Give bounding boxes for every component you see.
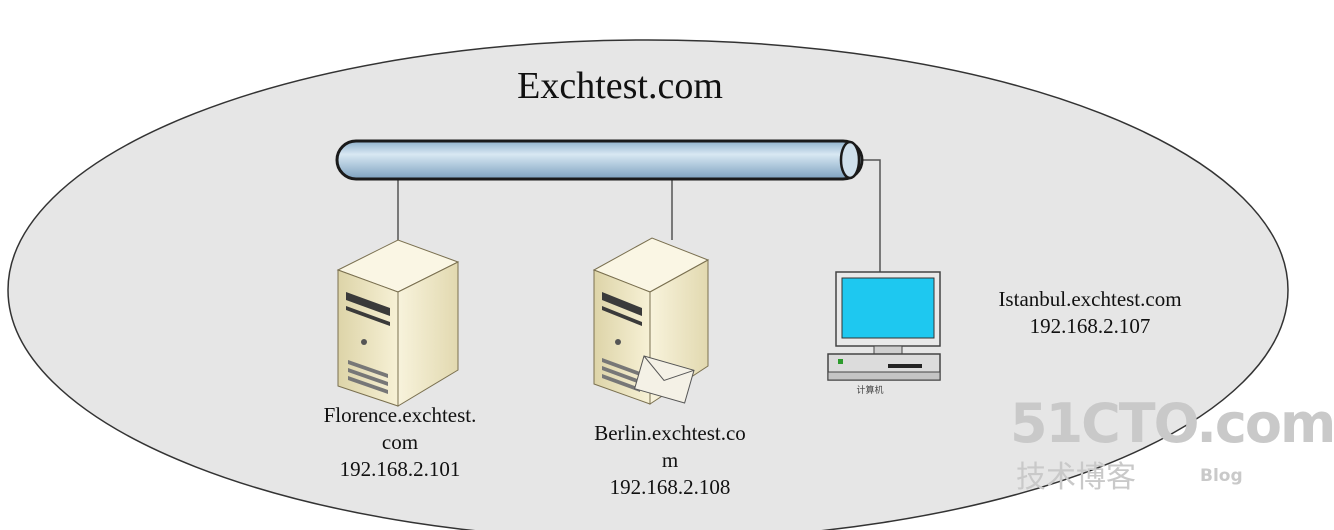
florence-server-label: Florence.exchtest. com 192.168.2.101 xyxy=(270,402,530,483)
watermark-subtitle: 技术博客 xyxy=(1016,460,1136,495)
server-icon xyxy=(336,239,460,407)
watermark-blog: Blog xyxy=(1200,466,1243,486)
network-bus-icon xyxy=(335,139,864,181)
computer-caption: 计算机 xyxy=(856,386,884,396)
berlin-ip: 192.168.2.108 xyxy=(609,474,731,499)
watermark-logo: 51CTO.com xyxy=(1010,392,1334,455)
florence-hostname-line1: Florence.exchtest. xyxy=(323,403,477,427)
server-mail-icon xyxy=(592,237,710,405)
computer-icon xyxy=(827,271,941,381)
berlin-hostname-line1: Berlin.exchtest.co xyxy=(594,421,746,445)
network-diagram: Exchtest.com Florence.exchtest. com 192.… xyxy=(7,39,1334,530)
envelope-icon xyxy=(634,355,695,404)
istanbul-hostname: Istanbul.exchtest.com xyxy=(998,287,1182,311)
istanbul-link xyxy=(856,159,881,272)
domain-title: Exchtest.com xyxy=(517,65,723,107)
diagram-canvas xyxy=(7,39,1289,530)
berlin-hostname-line2: m xyxy=(661,447,679,472)
florence-hostname-line2: com xyxy=(381,429,419,454)
berlin-server-label: Berlin.exchtest.co m 192.168.2.108 xyxy=(540,420,800,501)
istanbul-ip: 192.168.2.107 xyxy=(1029,313,1151,338)
florence-ip: 192.168.2.101 xyxy=(339,456,461,481)
connection-lines xyxy=(397,159,881,272)
istanbul-client-label: Istanbul.exchtest.com 192.168.2.107 xyxy=(960,286,1220,340)
